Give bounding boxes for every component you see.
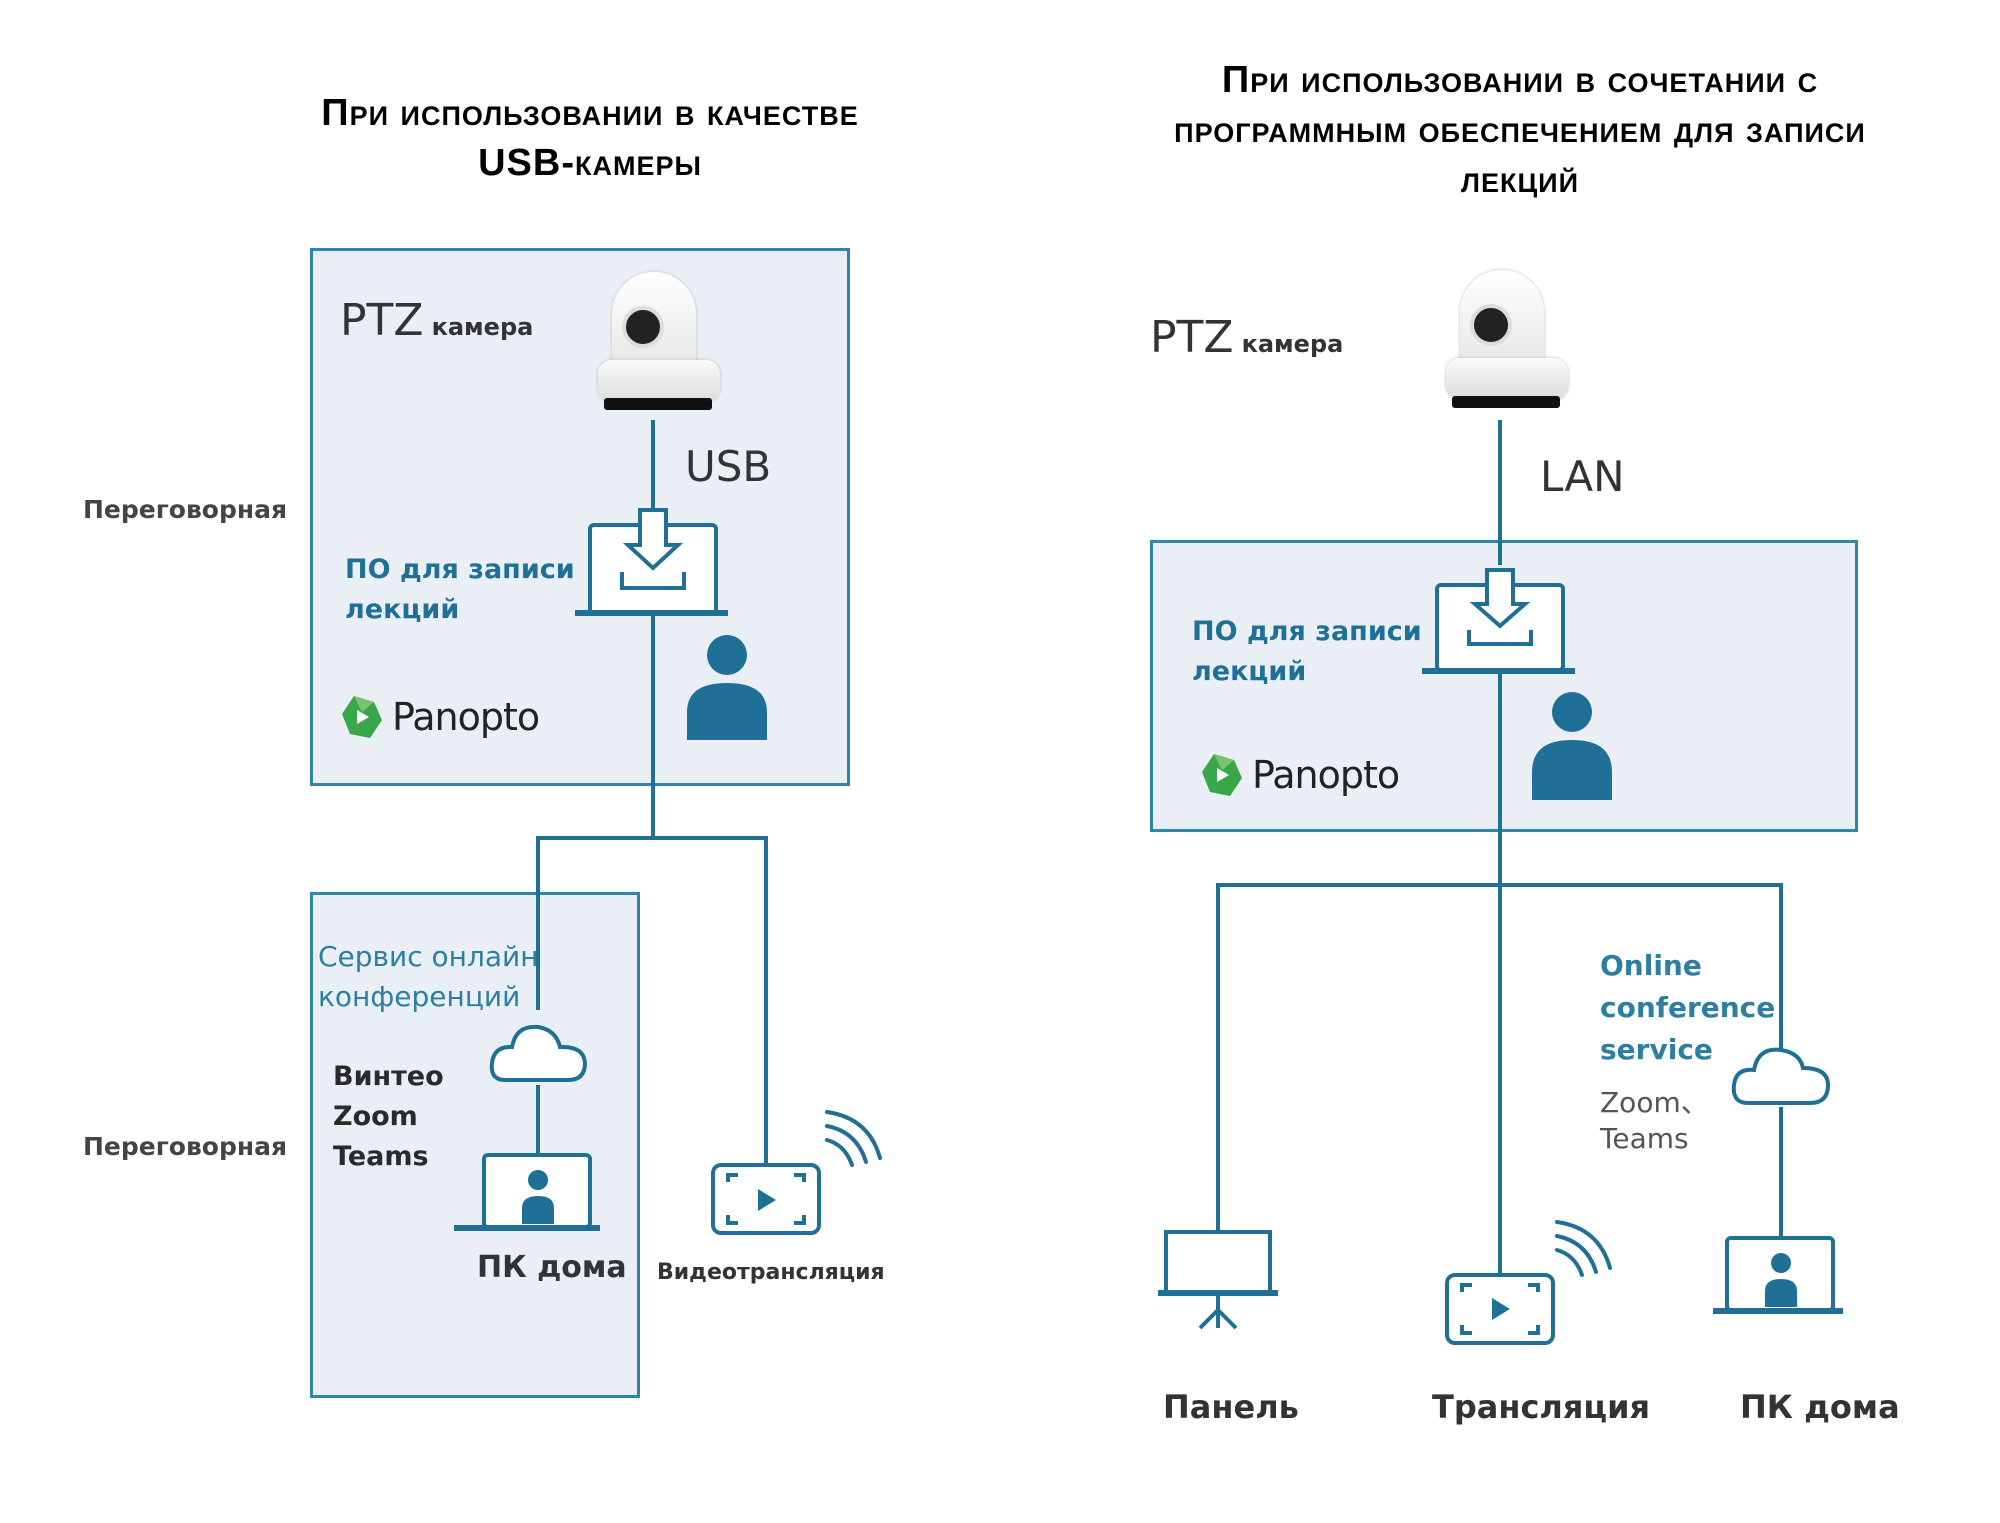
right-panel-icon — [1158, 1230, 1278, 1330]
left-title-line2: USB-камеры — [478, 142, 702, 184]
right-panopto-brand: Panopto — [1252, 753, 1400, 797]
right-title-line3: лекций — [1461, 159, 1579, 201]
right-cloud-icon — [1731, 1047, 1831, 1105]
left-title-line1: При использовании в качестве — [321, 92, 859, 134]
left-play-icon — [758, 1189, 776, 1211]
right-home-pc-icon — [1713, 1236, 1843, 1314]
left-cloud-icon — [489, 1024, 588, 1082]
left-room-label-top: Переговорная — [83, 495, 288, 524]
left-camera-label-camera: камера — [431, 313, 534, 341]
right-software-label-line2: лекций — [1192, 656, 1307, 687]
right-software-label-line1: ПО для записи — [1192, 616, 1422, 647]
left-service-item: Teams — [333, 1141, 429, 1172]
left-recording-software-icon — [575, 508, 728, 616]
right-services-list: Zoom、 Teams — [1600, 1085, 1709, 1157]
left-title: При использовании в качестве USB-камеры — [200, 88, 980, 188]
left-wireless-icon — [825, 1110, 882, 1167]
left-home-pc-person-icon — [522, 1170, 554, 1224]
right-service-label-line1: Online — [1600, 949, 1702, 982]
right-output-label-home-pc: ПК дома — [1740, 1388, 1900, 1426]
left-camera-label-ptz: PTZ — [340, 295, 424, 346]
right-wireless-icon — [1555, 1220, 1612, 1277]
right-ptz-camera-icon — [1446, 270, 1568, 418]
left-service-label-line2: конференций — [318, 980, 521, 1013]
left-ptz-camera-icon — [598, 272, 720, 420]
left-service-item: Винтео — [333, 1061, 444, 1092]
right-title: При использовании в сочетании с программ… — [1040, 55, 2000, 205]
right-output-label-stream: Трансляция — [1432, 1388, 1651, 1426]
right-service-label: Online conference service — [1600, 945, 1775, 1071]
right-service-item: Teams — [1600, 1122, 1689, 1155]
left-branch-line — [536, 836, 768, 1165]
left-stream-label: Видеотрансляция — [657, 1260, 885, 1285]
right-service-label-line3: service — [1600, 1033, 1713, 1066]
left-panopto-logo: Panopto — [340, 694, 540, 740]
right-camera-label-camera: камера — [1241, 330, 1344, 358]
right-title-line2: программным обеспечением для записи — [1174, 109, 1866, 151]
left-home-pc-icon — [454, 1153, 600, 1231]
panopto-logo-icon — [342, 696, 382, 738]
left-panopto-brand: Panopto — [392, 695, 540, 739]
left-service-label: Сервис онлайн конференций — [318, 937, 539, 1017]
left-software-label-line2: лекций — [345, 594, 460, 625]
right-service-label-line2: conference — [1600, 991, 1776, 1024]
right-output-label-panel: Панель — [1163, 1388, 1299, 1426]
right-connection-label: LAN — [1540, 452, 1625, 501]
left-connection-label: USB — [685, 442, 772, 491]
left-service-item: Zoom — [333, 1101, 418, 1132]
left-room-label-bottom: Переговорная — [83, 1132, 288, 1161]
right-recording-software-icon — [1422, 568, 1575, 674]
left-presenter-icon — [687, 635, 767, 740]
left-home-box — [310, 892, 640, 1398]
left-software-label-line1: ПО для записи — [345, 554, 575, 585]
right-camera-label-ptz: PTZ — [1150, 312, 1234, 363]
right-presenter-icon — [1532, 692, 1612, 800]
right-title-line1: При использовании в сочетании с — [1221, 59, 1819, 101]
right-branch-line — [1216, 883, 1783, 1232]
left-home-pc-label: ПК дома — [477, 1250, 627, 1285]
panopto-logo-icon — [1202, 754, 1242, 796]
right-home-pc-person-icon — [1765, 1253, 1797, 1307]
right-software-label: ПО для записи лекций — [1192, 612, 1422, 692]
left-services-list: Винтео Zoom Teams — [333, 1057, 444, 1177]
right-play-icon — [1492, 1298, 1510, 1320]
left-software-label: ПО для записи лекций — [345, 550, 575, 630]
left-service-label-line1: Сервис онлайн — [318, 940, 539, 973]
right-panopto-logo: Panopto — [1200, 752, 1400, 798]
right-service-item: Zoom、 — [1600, 1086, 1709, 1119]
